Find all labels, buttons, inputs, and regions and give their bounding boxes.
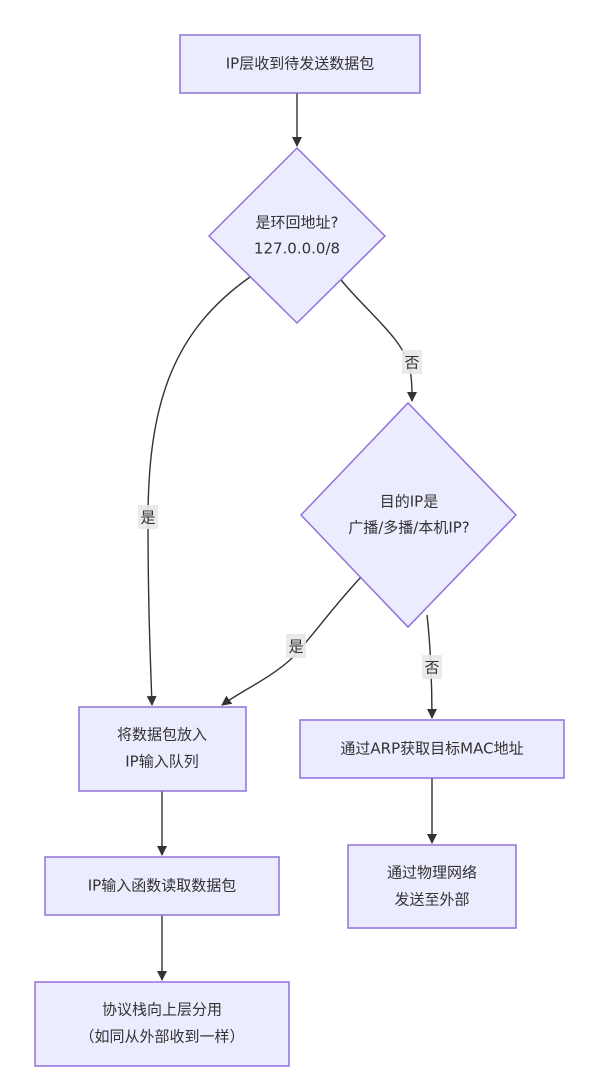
- node-text: 将数据包放入: [117, 726, 207, 744]
- node-ip-input: IP输入函数读取数据包: [44, 856, 280, 916]
- label-no: 否: [424, 659, 439, 677]
- node-text: 发送至外部: [394, 891, 469, 909]
- node-send-phys: 通过物理网络 发送至外部: [347, 844, 517, 929]
- edge-label-loopback-yes: 是: [138, 505, 158, 529]
- node-text: 通过ARP获取目标MAC地址: [340, 740, 523, 758]
- node-text: 是环回地址?: [256, 214, 339, 232]
- label-yes: 是: [140, 509, 155, 527]
- node-start: IP层收到待发送数据包: [179, 34, 421, 94]
- label-no: 否: [404, 354, 419, 372]
- edge-label-bcast-no: 否: [422, 655, 442, 679]
- node-demux: 协议栈向上层分用 （如同从外部收到一样）: [34, 981, 290, 1067]
- node-is-loopback: 是环回地址? 127.0.0.0/8: [207, 146, 387, 325]
- node-text: 目的IP是: [380, 493, 438, 511]
- edge-label-loopback-no: 否: [402, 350, 422, 374]
- node-text: 通过物理网络: [387, 864, 477, 882]
- node-text: IP层收到待发送数据包: [226, 55, 374, 73]
- edge-loopback-no-to-bcast: [340, 279, 417, 402]
- node-text: IP输入函数读取数据包: [88, 877, 236, 895]
- label-yes: 是: [288, 638, 303, 656]
- node-text: 127.0.0.0/8: [254, 240, 340, 258]
- node-text: IP输入队列: [125, 753, 198, 771]
- node-text: 广播/多播/本机IP?: [348, 519, 470, 537]
- edge-loopback-yes-to-enqueue: [146, 276, 251, 706]
- edge-labels: 是 否 是 否: [138, 350, 442, 679]
- node-text: （如同从外部收到一样）: [79, 1028, 244, 1046]
- node-enqueue: 将数据包放入 IP输入队列: [78, 706, 247, 792]
- node-text: 协议栈向上层分用: [102, 1001, 222, 1019]
- edge-label-bcast-yes: 是: [286, 634, 306, 658]
- node-is-bcast: 目的IP是 广播/多播/本机IP?: [299, 401, 518, 629]
- edge-bcast-yes-to-enqueue: [221, 575, 363, 706]
- node-arp: 通过ARP获取目标MAC地址: [299, 719, 565, 779]
